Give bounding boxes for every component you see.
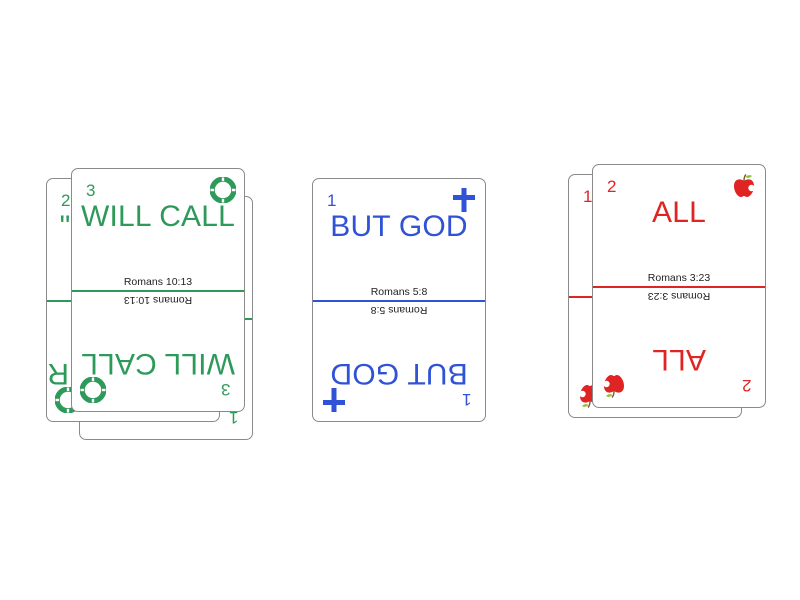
card-number-bottom: 2	[741, 376, 751, 395]
card-number-top: 2	[61, 191, 71, 210]
card-reference-top: Romans 5:8	[370, 286, 428, 298]
card-divider	[593, 286, 765, 288]
card-word-bottom: WILL CALL	[80, 347, 236, 380]
card-reference-bottom: Romans 3:23	[647, 290, 711, 302]
card-divider	[72, 290, 244, 292]
card-word-bottom: ALL	[652, 343, 706, 376]
apple-icon	[731, 173, 757, 199]
apple-icon	[601, 373, 627, 399]
card-reference-top: Romans 3:23	[647, 272, 711, 284]
card-word-top: BUT GOD	[330, 210, 468, 243]
card-number-top: 2	[607, 177, 617, 196]
card-reference-bottom: Romans 10:13	[123, 294, 193, 306]
card-number-top: 1	[583, 187, 593, 206]
card-number-bottom: 3	[220, 380, 230, 399]
blue-front-card[interactable]: 1 BUT GOD Romans 5:8 Romans 5:8 BUT GOD …	[312, 178, 486, 422]
card-word-bottom: BUT GOD	[330, 357, 468, 390]
card-word-fragment: "	[59, 210, 71, 243]
green-front-card[interactable]: 3 WILL CALL Romans 10:13 Romans 10:13 WI…	[71, 168, 245, 412]
card-divider	[313, 300, 485, 302]
life-ring-icon	[80, 377, 106, 403]
card-number-top: 3	[86, 181, 96, 200]
card-reference-top: Romans 10:13	[123, 276, 193, 288]
card-word-top: WILL CALL	[80, 200, 236, 233]
card-word-top: ALL	[652, 196, 706, 229]
card-number-bottom: 1	[461, 390, 471, 409]
card-reference-bottom: Romans 5:8	[370, 304, 428, 316]
cross-icon	[321, 387, 347, 413]
card-number-top: 1	[327, 191, 337, 210]
red-front-card[interactable]: 2 ALL Romans 3:23 Romans 3:23 ALL 2	[592, 164, 766, 408]
